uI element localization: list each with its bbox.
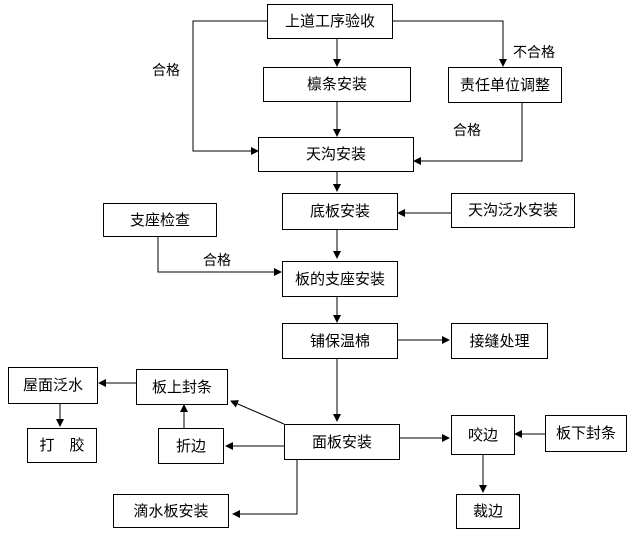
node-seam-treatment: 接缝处理 [451,323,548,359]
label-fail: 不合格 [513,45,555,61]
node-support-inspection: 支座检查 [103,203,217,237]
node-bottom-plate-install: 底板安装 [282,193,398,230]
node-fold-edge: 折边 [158,428,224,464]
node-seam-lock: 咬边 [451,415,515,455]
node-drip-plate-install: 滴水板安装 [113,494,229,528]
arrow-panel-to-topstrip [230,400,285,425]
node-plate-support-install: 板的支座安装 [282,261,398,297]
label-pass-left: 合格 [152,63,180,79]
node-upstream-acceptance: 上道工序验收 [267,4,393,39]
node-plate-top-strip: 板上封条 [136,369,228,405]
arrow-panel-to-drip [232,460,298,518]
node-roof-flashing: 屋面泛水 [8,367,98,404]
node-gutter-flashing-install: 天沟泛水安装 [451,193,575,228]
node-purlin-install: 檩条安装 [263,67,411,102]
arrow-responsible-to-gutter [413,103,523,165]
arrow-upstream-to-gutter [192,20,267,155]
node-insulation-wool: 铺保温棉 [282,323,398,359]
node-gutter-install: 天沟安装 [258,137,414,172]
node-glue: 打 胶 [27,428,97,463]
node-responsible-adjust: 责任单位调整 [448,67,562,103]
label-pass-right: 合格 [453,123,481,139]
node-trim-edge: 裁边 [456,494,520,529]
arrow-inspection-to-support [157,237,282,276]
arrow-upstream-to-responsible [393,20,507,67]
node-plate-bottom-strip: 板下封条 [545,415,627,452]
node-panel-install: 面板安装 [284,424,400,460]
label-pass-support: 合格 [203,253,231,269]
